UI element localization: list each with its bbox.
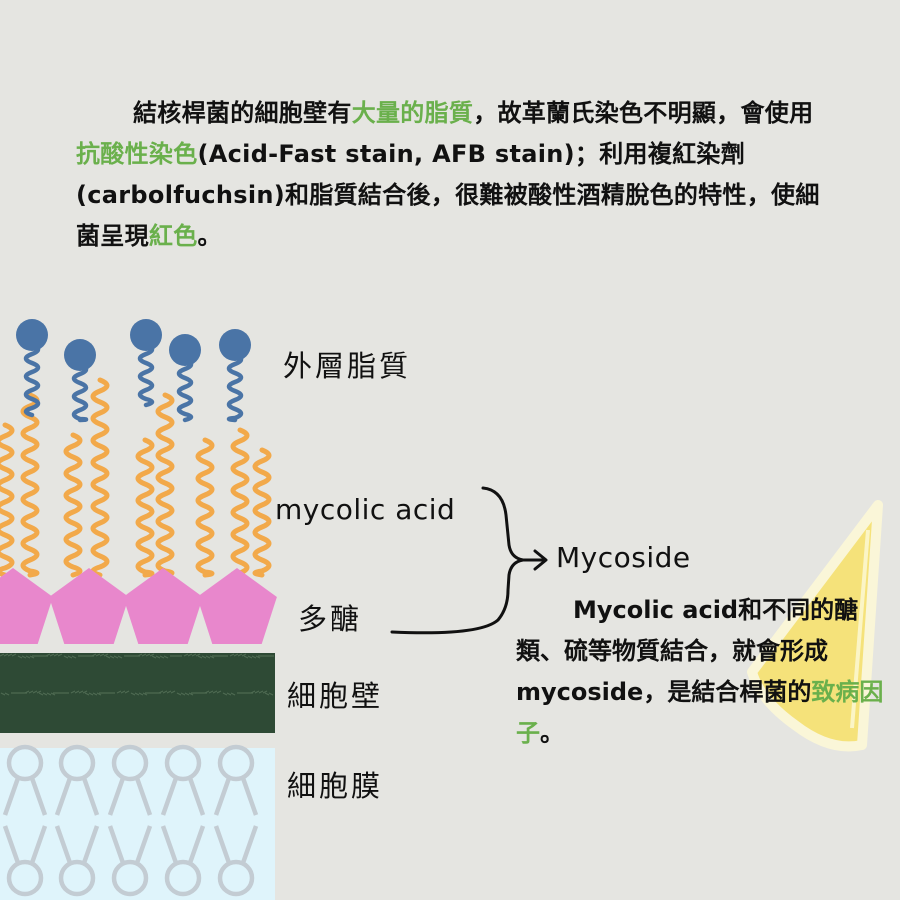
label-mycolic-acid: mycolic acid	[275, 493, 455, 526]
mycolic-acid-chain	[198, 440, 212, 575]
mycolic-acid-chains	[0, 380, 269, 575]
intro-paragraph: 結核桿菌的細胞壁有大量的脂質，故革蘭氏染色不明顯，會使用抗酸性染色(Acid-F…	[76, 93, 836, 257]
outer-lipid-molecules	[16, 319, 251, 420]
highlight-acid-fast-stain: 抗酸性染色	[76, 140, 198, 168]
mycolic-acid-chain	[138, 440, 152, 575]
lipid-head	[130, 319, 162, 351]
lipid-tail	[74, 365, 86, 420]
description-text-2: 。	[540, 719, 564, 747]
intro-text-4: 。	[198, 222, 222, 250]
label-mycoside: Mycoside	[556, 541, 691, 574]
label-cell-membrane: 細胞膜	[287, 763, 383, 805]
cell-membrane-layer	[0, 747, 275, 900]
polysaccharide-unit	[123, 568, 203, 644]
intro-text-1: 結核桿菌的細胞壁有	[133, 99, 352, 127]
mycoside-description: Mycolic acid和不同的醣類、硫等物質結合，就會形成mycoside，是…	[516, 590, 888, 754]
lipid-head	[16, 319, 48, 351]
intro-text-2: ，故革蘭氏染色不明顯，會使用	[473, 99, 813, 127]
label-polysaccharide: 多醣	[298, 596, 362, 638]
polysaccharide-unit	[0, 568, 53, 644]
mycolic-acid-chain	[233, 430, 247, 575]
lipid-head	[64, 339, 96, 371]
mycolic-acid-chain	[23, 395, 37, 575]
mycolic-acid-chain	[93, 380, 107, 575]
highlight-red: 紅色	[149, 222, 198, 250]
mycolic-acid-chain	[255, 450, 269, 575]
cell-wall-layer	[0, 653, 275, 733]
polysaccharide-unit	[49, 568, 129, 644]
label-cell-wall: 細胞壁	[287, 673, 383, 715]
lipid-tail	[179, 360, 191, 420]
highlight-lipid: 大量的脂質	[352, 99, 474, 127]
label-outer-lipid: 外層脂質	[283, 343, 411, 385]
lipid-tail	[229, 355, 241, 420]
mycolic-acid-chain	[158, 395, 172, 575]
description-text-1: Mycolic acid和不同的醣類、硫等物質結合，就會形成mycoside，是…	[516, 596, 858, 706]
polysaccharide-unit	[197, 568, 277, 644]
lipid-head	[169, 334, 201, 366]
mycolic-acid-chain	[66, 435, 80, 575]
polysaccharide-layer	[0, 568, 277, 644]
mycolic-acid-chain	[0, 425, 12, 575]
lipid-tail	[140, 345, 152, 405]
lipid-head	[219, 329, 251, 361]
